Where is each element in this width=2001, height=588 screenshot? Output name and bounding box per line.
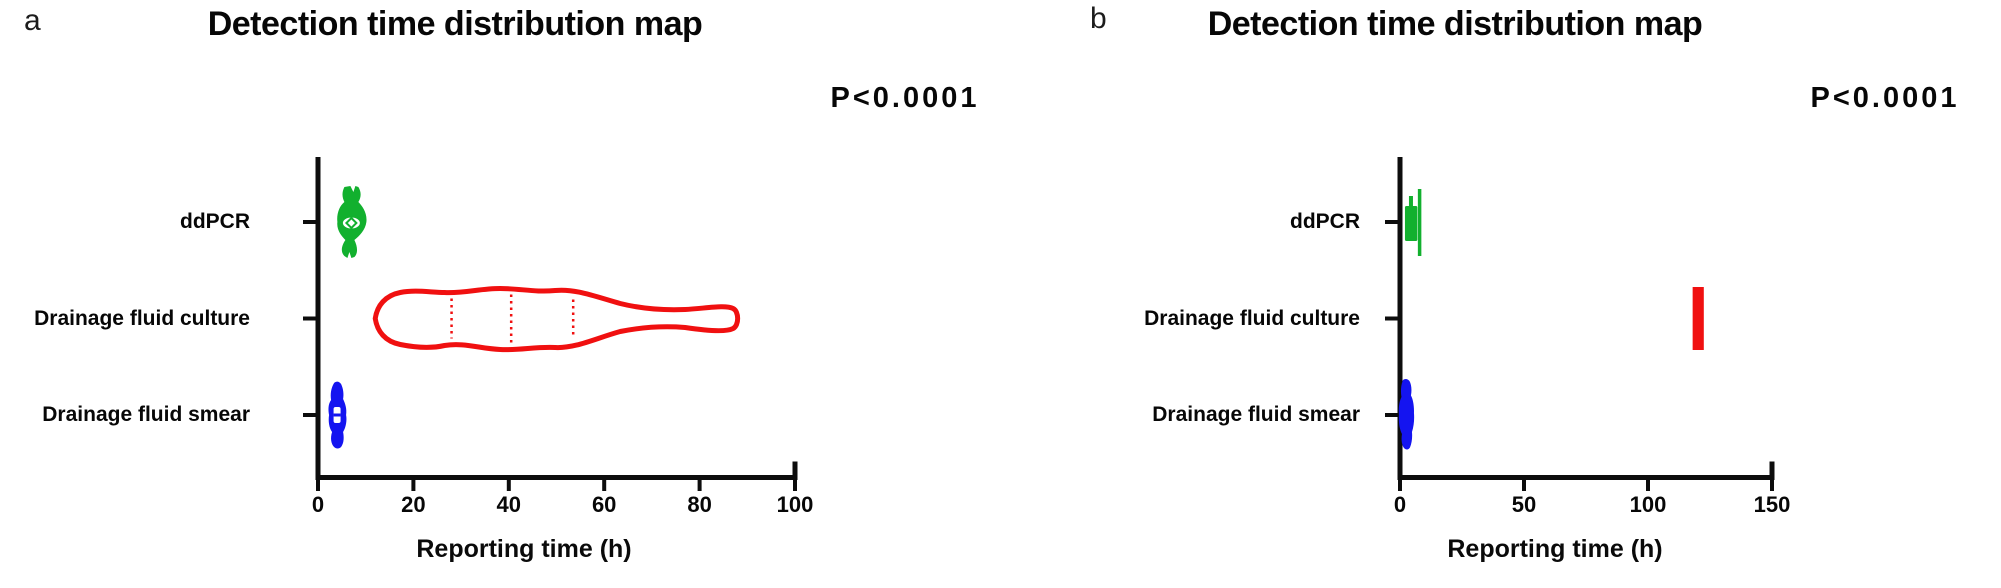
y-tick-b-0 bbox=[1385, 220, 1400, 224]
x-axis-endcap-b bbox=[1769, 461, 1775, 478]
violin-culture-b bbox=[1692, 287, 1704, 350]
x-tick-b-1 bbox=[1522, 480, 1526, 491]
violin-ddpcr-a-median-window bbox=[342, 217, 360, 229]
category-label-a-1: Drainage fluid culture bbox=[34, 306, 250, 330]
violin-ddpcr-a-median-marker bbox=[344, 216, 358, 230]
x-tick-b-2 bbox=[1646, 480, 1650, 491]
violin-ddpcr-b-body bbox=[1404, 206, 1418, 241]
panel-a-xaxis-label: Reporting time (h) bbox=[416, 535, 632, 563]
y-tick-b-2 bbox=[1385, 413, 1400, 417]
category-label-a-0: ddPCR bbox=[180, 210, 250, 233]
panel-b-xaxis-label: Reporting time (h) bbox=[1447, 535, 1663, 563]
x-tick-a-0 bbox=[316, 480, 320, 491]
x-tick-label-b-2: 100 bbox=[1629, 492, 1667, 517]
x-axis-endcap-a bbox=[792, 461, 798, 478]
x-tick-label-b-3: 150 bbox=[1753, 492, 1791, 517]
x-tick-label-b-1: 50 bbox=[1511, 492, 1537, 517]
x-tick-b-3 bbox=[1770, 480, 1774, 491]
x-tick-label-b-0: 0 bbox=[1393, 492, 1407, 517]
violin-smear-a-median-marker bbox=[333, 413, 341, 417]
x-axis-b bbox=[1397, 475, 1775, 480]
x-tick-a-4 bbox=[697, 480, 702, 491]
category-label-b-2: Drainage fluid smear bbox=[1152, 403, 1360, 426]
panel-b-letter: b bbox=[1090, 2, 1107, 35]
x-tick-a-1 bbox=[411, 480, 416, 491]
x-tick-a-3 bbox=[602, 480, 607, 491]
violin-smear-b bbox=[1398, 378, 1415, 450]
x-tick-label-a-1: 20 bbox=[401, 492, 426, 517]
category-label-b-0: ddPCR bbox=[1290, 210, 1360, 233]
x-tick-a-5 bbox=[793, 480, 797, 491]
panel-a-letter: a bbox=[24, 4, 41, 37]
y-tick-a-1 bbox=[303, 316, 318, 321]
panel-b-pvalue: P<0.0001 bbox=[1810, 82, 1960, 114]
y-tick-a-0 bbox=[303, 220, 318, 224]
x-axis-a bbox=[315, 475, 798, 480]
y-tick-a-2 bbox=[303, 413, 318, 417]
x-tick-b-0 bbox=[1398, 480, 1402, 491]
x-tick-label-a-3: 60 bbox=[591, 492, 617, 517]
panel-a-title: Detection time distribution map bbox=[207, 5, 703, 43]
x-tick-label-a-2: 40 bbox=[496, 492, 522, 517]
violin-culture-a bbox=[372, 286, 741, 353]
panel-b-title: Detection time distribution map bbox=[1207, 5, 1703, 43]
x-tick-label-a-0: 0 bbox=[311, 492, 325, 517]
category-label-b-1: Drainage fluid culture bbox=[1144, 306, 1360, 330]
y-tick-b-1 bbox=[1385, 316, 1400, 321]
category-label-a-2: Drainage fluid smear bbox=[42, 403, 250, 426]
panel-a-pvalue: P<0.0001 bbox=[830, 82, 980, 114]
x-tick-label-a-4: 80 bbox=[687, 492, 712, 517]
x-tick-label-a-5: 100 bbox=[776, 492, 814, 517]
violin-ddpcr-b-whisker bbox=[1417, 189, 1422, 256]
x-tick-a-2 bbox=[506, 480, 511, 491]
violin-ddpcr-b-stub bbox=[1408, 196, 1413, 208]
